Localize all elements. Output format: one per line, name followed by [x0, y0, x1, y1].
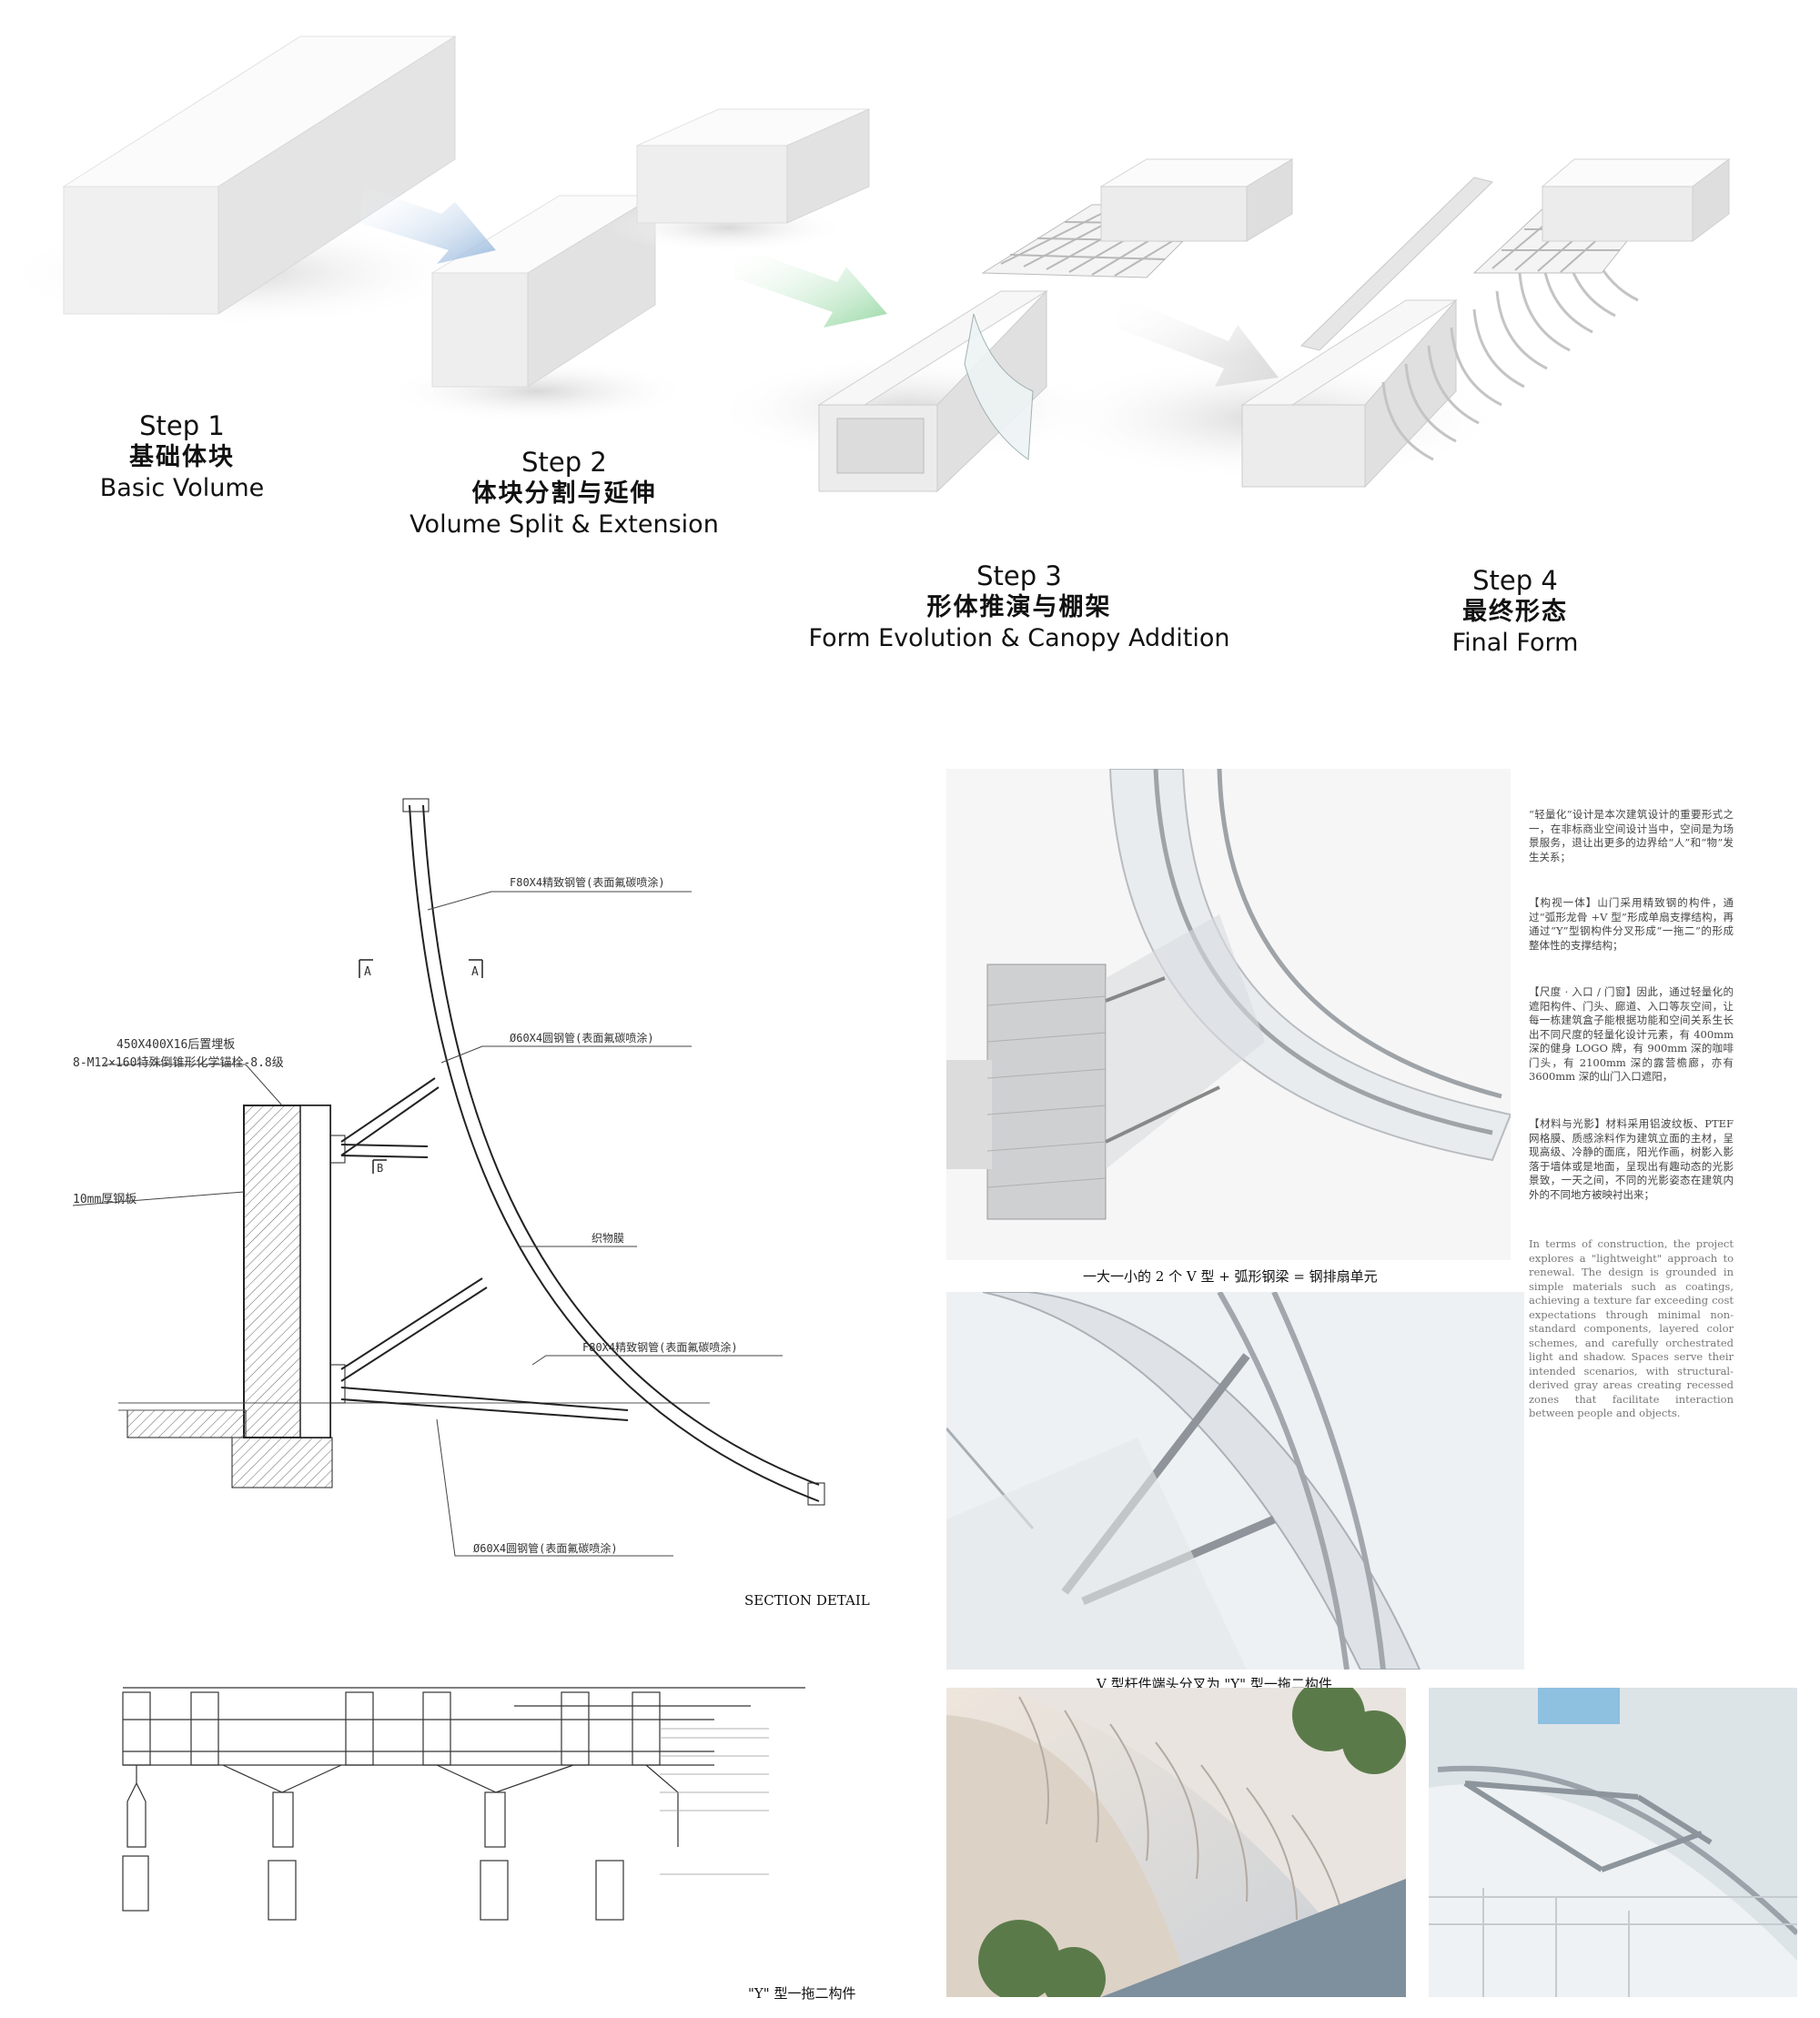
- step-title-zh: 基础体块: [129, 443, 235, 472]
- step2-label: Step 2 体块分割与延伸 Volume Split & Extension: [400, 446, 728, 540]
- step-title-en: Basic Volume: [99, 474, 265, 502]
- step-title-en: Form Evolution & Canopy Addition: [808, 624, 1230, 652]
- section-detail-drawing: F80X4精致钢管(表面氟碳喷涂) 450X400X16后置埋板 8-M12×1…: [72, 798, 825, 1557]
- cut-mark-a-left: A: [364, 965, 371, 979]
- y-connector-elevation: [122, 1687, 805, 1921]
- text-material: 【材料与光影】材料采用铝波纹板、PTEF 网格膜、质感涂料作为建筑立面的主材，呈…: [1529, 1117, 1734, 1201]
- photo-canopy-exterior: [946, 1688, 1406, 1997]
- arrow-blue-icon: [359, 187, 496, 264]
- step1-label: Step 1 基础体块 Basic Volume: [82, 409, 282, 504]
- step-title-en: Volume Split & Extension: [410, 510, 719, 539]
- text-scale: 【尺度 · 入口 / 门窗】因此，通过轻量化的遮阳构件、门头、廊道、入口等灰空间…: [1529, 985, 1734, 1083]
- step-number: Step 2: [521, 447, 607, 478]
- render-fan-unit-art: [946, 769, 1511, 1260]
- cut-mark-a-right: A: [471, 965, 479, 979]
- render-fan-unit: [946, 769, 1511, 1260]
- render-y-connector: [946, 1292, 1524, 1670]
- step-number: Step 1: [139, 410, 225, 441]
- step3-model: [710, 158, 1294, 493]
- text-structure: 【构视一体】山门采用精致钢的构件，通过“弧形龙骨 +V 型”形成单扇支撑结构，再…: [1529, 896, 1734, 952]
- label-plate: 450X400X16后置埋板: [116, 1038, 235, 1052]
- section-detail-caption: SECTION DETAIL: [744, 1592, 870, 1609]
- step4-model: [1037, 158, 1731, 489]
- arrow-green-icon: [733, 246, 887, 328]
- step2-volumes: [382, 108, 870, 423]
- render-fan-unit-caption: 一大一小的 2 个 V 型 + 弧形钢梁 = 钢排扇单元: [1083, 1268, 1378, 1285]
- step-title-zh: 体块分割与延伸: [471, 479, 657, 509]
- label-bolt: 8-M12×160特殊倒锥形化学锚栓-8.8级: [73, 1055, 284, 1070]
- label-f80-mid: F80X4精致钢管(表面氟碳喷涂): [582, 1340, 738, 1354]
- step-title-zh: 形体推演与棚架: [926, 593, 1112, 622]
- massing-diagram: [0, 35, 1731, 493]
- step4-label: Step 4 最终形态 Final Form: [1401, 564, 1629, 659]
- label-d60-top: Ø60X4圆钢管(表面氟碳喷涂): [510, 1031, 654, 1044]
- step1-volume: [0, 35, 473, 328]
- label-d60-bot: Ø60X4圆钢管(表面氟碳喷涂): [473, 1541, 618, 1555]
- cut-mark-b: B: [377, 1162, 383, 1175]
- label-membrane: 织物膜: [592, 1232, 624, 1245]
- elevation-caption: "Y" 型一拖二构件: [748, 1985, 856, 2002]
- render-y-connector-art: [946, 1292, 1524, 1670]
- step-number: Step 3: [976, 560, 1062, 591]
- text-english: In terms of construction, the project ex…: [1529, 1237, 1734, 1419]
- step-number: Step 4: [1472, 565, 1558, 596]
- photo-canopy-structure: [1429, 1688, 1797, 1997]
- text-intro: “轻量化”设计是本次建筑设计的重要形式之一，在非标商业空间设计当中，空间是为场景…: [1529, 808, 1734, 863]
- step-title-zh: 最终形态: [1462, 598, 1568, 627]
- label-steel10: 10mm厚钢板: [73, 1193, 136, 1206]
- photo-canopy-exterior-art: [946, 1688, 1406, 1997]
- step3-label: Step 3 形体推演与棚架 Form Evolution & Canopy A…: [783, 560, 1256, 654]
- step-title-en: Final Form: [1451, 629, 1579, 657]
- label-f80-top: F80X4精致钢管(表面氟碳喷涂): [510, 875, 665, 889]
- photo-canopy-structure-art: [1429, 1688, 1797, 1997]
